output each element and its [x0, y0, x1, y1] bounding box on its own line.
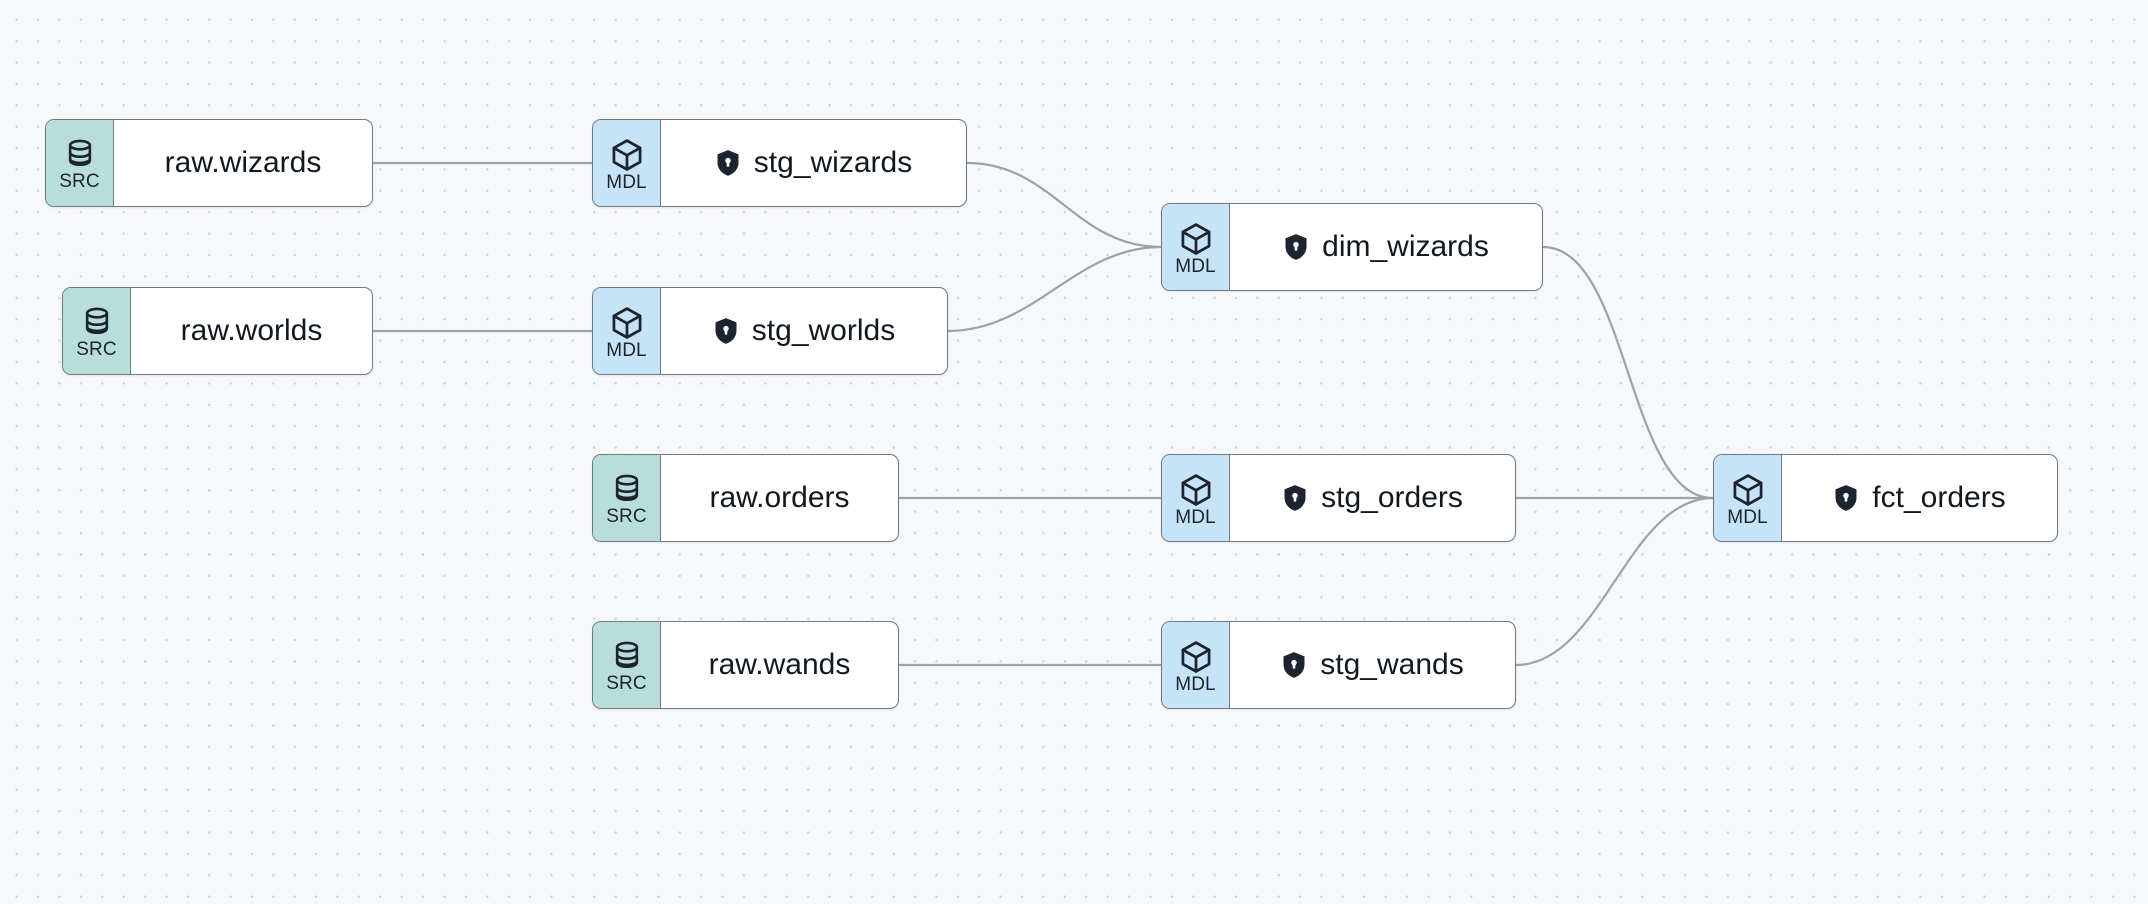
- node-stg_worlds[interactable]: MDL stg_worlds: [592, 287, 948, 375]
- node-body-stg_wizards: stg_wizards: [661, 120, 966, 206]
- node-body-raw_wizards: raw.wizards: [114, 120, 372, 206]
- node-label: dim_wizards: [1322, 230, 1489, 263]
- node-label: raw.wands: [708, 648, 851, 681]
- node-kind-badge-fct_orders: MDL: [1714, 455, 1782, 541]
- node-kind-label: MDL: [606, 171, 647, 193]
- node-raw_orders[interactable]: SRC raw.orders: [592, 454, 899, 542]
- edge-stg_wands-to-fct_orders[interactable]: [1514, 496, 1715, 667]
- database-icon: [82, 307, 112, 339]
- node-kind-label: MDL: [1175, 255, 1216, 277]
- node-body-stg_orders: stg_orders: [1230, 455, 1515, 541]
- node-kind-label: MDL: [1175, 673, 1216, 695]
- node-dim_wizards[interactable]: MDL dim_wizards: [1161, 203, 1543, 291]
- shield-lock-icon: [1281, 651, 1307, 679]
- node-raw_wizards[interactable]: SRC raw.wizards: [45, 119, 373, 207]
- node-label: raw.wizards: [164, 146, 322, 179]
- node-body-stg_worlds: stg_worlds: [661, 288, 947, 374]
- shield-lock-icon: [1282, 484, 1308, 512]
- cube-icon: [1179, 473, 1213, 507]
- node-raw_worlds[interactable]: SRC raw.worlds: [62, 287, 373, 375]
- cube-icon: [610, 306, 644, 340]
- cube-icon: [1179, 222, 1213, 256]
- node-kind-label: MDL: [1727, 506, 1768, 528]
- shield-lock-icon: [1283, 233, 1309, 261]
- node-body-raw_worlds: raw.worlds: [131, 288, 372, 374]
- node-body-stg_wands: stg_wands: [1230, 622, 1515, 708]
- node-kind-badge-raw_worlds: SRC: [63, 288, 131, 374]
- cube-icon: [1179, 640, 1213, 674]
- edge-dim_wizards-to-fct_orders[interactable]: [1541, 245, 1715, 500]
- cube-icon: [1731, 473, 1765, 507]
- node-kind-label: SRC: [76, 338, 117, 360]
- node-body-dim_wizards: dim_wizards: [1230, 204, 1542, 290]
- node-kind-badge-stg_orders: MDL: [1162, 455, 1230, 541]
- node-label: fct_orders: [1872, 481, 2006, 514]
- database-icon: [65, 139, 95, 171]
- node-label: stg_wands: [1320, 648, 1464, 681]
- node-kind-label: SRC: [606, 672, 647, 694]
- node-label: stg_worlds: [751, 314, 896, 347]
- node-kind-label: SRC: [59, 170, 100, 192]
- node-label: stg_orders: [1321, 481, 1463, 514]
- node-kind-label: MDL: [1175, 506, 1216, 528]
- node-body-raw_orders: raw.orders: [661, 455, 898, 541]
- node-stg_wands[interactable]: MDL stg_wands: [1161, 621, 1516, 709]
- node-kind-label: SRC: [606, 505, 647, 527]
- node-kind-badge-raw_wizards: SRC: [46, 120, 114, 206]
- shield-lock-icon: [713, 317, 739, 345]
- node-kind-badge-stg_wizards: MDL: [593, 120, 661, 206]
- node-raw_wands[interactable]: SRC raw.wands: [592, 621, 899, 709]
- node-kind-label: MDL: [606, 339, 647, 361]
- node-kind-badge-dim_wizards: MDL: [1162, 204, 1230, 290]
- node-kind-badge-stg_wands: MDL: [1162, 622, 1230, 708]
- shield-lock-icon: [1833, 484, 1859, 512]
- database-icon: [612, 641, 642, 673]
- node-kind-badge-stg_worlds: MDL: [593, 288, 661, 374]
- node-stg_orders[interactable]: MDL stg_orders: [1161, 454, 1516, 542]
- edge-stg_worlds-to-dim_wizards[interactable]: [946, 245, 1163, 333]
- node-label: stg_wizards: [753, 146, 913, 179]
- cube-icon: [610, 138, 644, 172]
- node-label: raw.worlds: [180, 314, 323, 347]
- node-body-raw_wands: raw.wands: [661, 622, 898, 708]
- node-fct_orders[interactable]: MDL fct_orders: [1713, 454, 2058, 542]
- node-label: raw.orders: [709, 481, 850, 514]
- node-kind-badge-raw_orders: SRC: [593, 455, 661, 541]
- database-icon: [612, 474, 642, 506]
- node-stg_wizards[interactable]: MDL stg_wizards: [592, 119, 967, 207]
- node-body-fct_orders: fct_orders: [1782, 455, 2057, 541]
- node-kind-badge-raw_wands: SRC: [593, 622, 661, 708]
- shield-lock-icon: [715, 149, 741, 177]
- edge-stg_wizards-to-dim_wizards[interactable]: [965, 161, 1163, 249]
